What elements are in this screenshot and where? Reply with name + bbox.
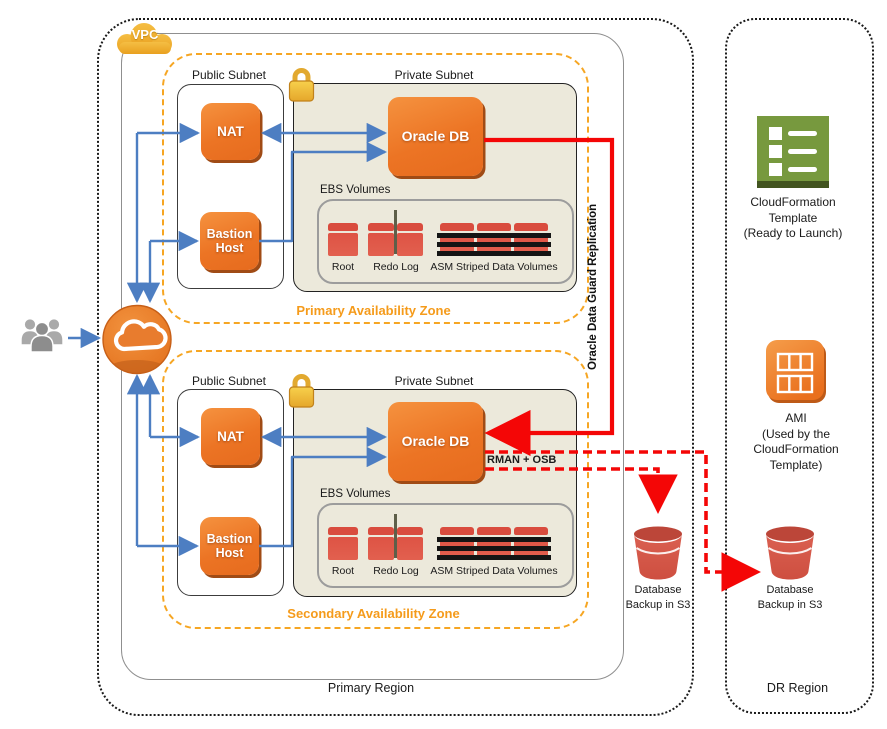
ami-label: AMI (Used by the CloudFormation Template… <box>721 411 871 473</box>
dr-region-label: DR Region <box>766 681 829 695</box>
asm-stripe <box>437 251 551 256</box>
public-subnet-primary-label: Public Subnet <box>191 68 267 82</box>
vpc-badge-label: VPC <box>131 27 159 42</box>
s3-dr-label: Database Backup in S3 <box>740 583 840 613</box>
volume-redo2-primary-icon <box>397 223 423 256</box>
cloudformation-icon <box>757 116 829 188</box>
volume-redo1-primary-icon <box>368 223 394 256</box>
ebs-label-secondary: EBS Volumes <box>320 488 391 500</box>
bastion-secondary-node: Bastion Host <box>200 517 259 575</box>
vpc-badge-icon <box>117 23 172 54</box>
primary-region-label: Primary Region <box>327 681 415 695</box>
volume-root-primary-icon <box>328 223 358 256</box>
internet-gateway-icon <box>102 304 172 375</box>
cloudformation-label: CloudFormation Template (Ready to Launch… <box>718 195 868 242</box>
s3-bucket-dr-icon <box>766 526 814 580</box>
redo-mirror-separator <box>394 210 397 254</box>
lock-icon <box>288 374 315 408</box>
s3-bucket-primary-icon <box>634 526 682 580</box>
s3-dr-label-line2: Backup in S3 <box>757 598 823 611</box>
s3-primary-label: Database Backup in S3 <box>608 583 708 613</box>
cloudformation-label-line3: (Ready to Launch) <box>743 226 843 241</box>
redo-mirror-separator <box>394 514 397 558</box>
s3-dr-label-line1: Database <box>766 584 814 596</box>
ami-label-line1: AMI <box>785 411 807 425</box>
asm-stripe <box>437 233 551 238</box>
bastion-primary-node: Bastion Host <box>200 212 259 270</box>
s3-primary-label-line1: Database <box>634 584 682 596</box>
s3-primary-label-line2: Backup in S3 <box>625 598 691 611</box>
oracle-db-primary-node: Oracle DB <box>388 97 483 176</box>
cloudformation-label-line2: Template <box>768 210 818 225</box>
asm-stripe <box>437 555 551 560</box>
users-icon <box>20 317 64 353</box>
primary-region-box <box>97 18 694 716</box>
oracle-db-secondary-node: Oracle DB <box>388 402 483 481</box>
data-guard-replication-label: Oracle Data Guard Replication <box>587 203 599 371</box>
volume-redo-secondary-label: Redo Log <box>373 565 419 577</box>
volume-asm-primary-label: ASM Striped Data Volumes <box>430 261 558 273</box>
asm-stripe <box>437 537 551 542</box>
public-subnet-secondary-label: Public Subnet <box>191 374 267 388</box>
ebs-label-primary: EBS Volumes <box>320 184 391 196</box>
ami-label-line2: (Used by the <box>761 426 831 441</box>
private-subnet-primary-label: Private Subnet <box>394 68 474 82</box>
cloudformation-label-line1: CloudFormation <box>750 195 836 209</box>
volume-redo-primary-label: Redo Log <box>373 261 419 273</box>
ami-label-line4: Template) <box>769 457 823 472</box>
volume-root-secondary-icon <box>328 527 358 560</box>
asm-stripe <box>437 242 551 247</box>
rman-osb-label: RMAN + OSB <box>487 454 557 466</box>
primary-az-label: Primary Availability Zone <box>296 303 451 318</box>
nat-primary-node: NAT <box>201 103 260 160</box>
ami-icon <box>766 340 826 403</box>
volume-root-secondary-label: Root <box>331 565 355 577</box>
secondary-az-label: Secondary Availability Zone <box>287 606 460 621</box>
ami-label-line3: CloudFormation <box>753 442 839 457</box>
volume-redo2-secondary-icon <box>397 527 423 560</box>
nat-secondary-node: NAT <box>201 408 260 465</box>
private-subnet-secondary-label: Private Subnet <box>394 374 474 388</box>
volume-asm-secondary-label: ASM Striped Data Volumes <box>430 565 558 577</box>
asm-stripe <box>437 546 551 551</box>
volume-redo1-secondary-icon <box>368 527 394 560</box>
lock-icon <box>288 68 315 102</box>
volume-root-primary-label: Root <box>331 261 355 273</box>
dr-region-box <box>725 18 874 714</box>
